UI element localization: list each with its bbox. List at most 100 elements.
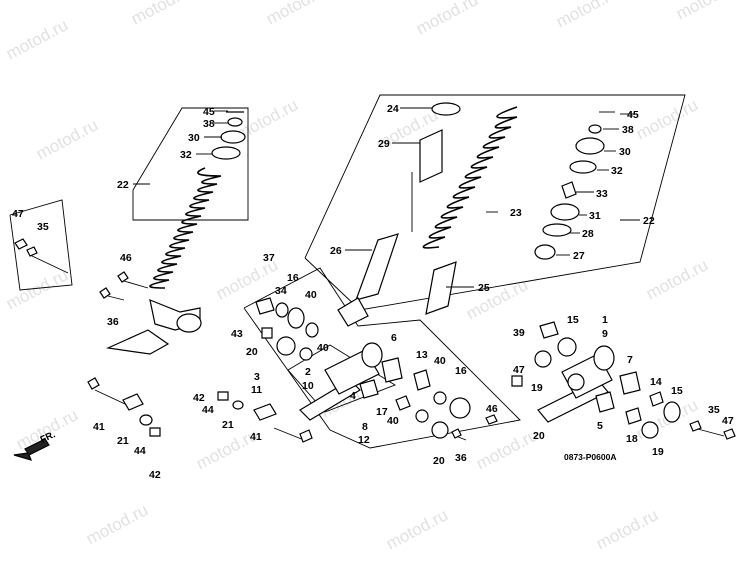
collar-icon [561, 181, 577, 199]
callout-31: 31 [589, 210, 601, 222]
left-shock-kit-frame [132, 107, 249, 221]
callout-22: 22 [117, 179, 129, 191]
collar-icon [275, 302, 289, 318]
clamp-icon [122, 393, 144, 411]
dust-seal-icon [287, 307, 305, 329]
spring-icon [422, 106, 518, 249]
leader-lines [133, 107, 640, 288]
bushing-icon [255, 297, 275, 315]
part-labels: 45 38 30 32 22 47 35 46 36 41 21 44 42 2… [12, 103, 734, 481]
callout-47: 47 [513, 364, 525, 376]
callout-20: 20 [433, 455, 445, 467]
watermark: motod.ru [128, 0, 196, 29]
callout-43: 43 [231, 328, 243, 340]
link-inner-frame [287, 344, 397, 413]
callout-4: 4 [350, 390, 356, 402]
callout-19: 19 [652, 446, 664, 458]
bolt-head-icon [299, 429, 313, 443]
callout-28: 28 [582, 228, 594, 240]
right-shock-kit-frame [304, 94, 686, 311]
bushing-icon [539, 321, 559, 339]
callout-21: 21 [117, 435, 129, 447]
callout-41: 41 [93, 421, 105, 433]
dust-seal-icon [557, 337, 577, 357]
callout-40: 40 [317, 342, 329, 354]
callout-11: 11 [251, 384, 262, 396]
callout-2: 2 [305, 366, 311, 378]
bolt-shaft-icon [123, 280, 149, 289]
rubber-bushing-icon [575, 137, 605, 155]
callout-38: 38 [622, 124, 634, 136]
callout-44: 44 [134, 445, 146, 457]
nut-icon [149, 427, 161, 437]
callout-40: 40 [305, 289, 317, 301]
callout-10: 10 [302, 380, 314, 392]
watermark: motod.ru [673, 0, 741, 24]
watermark: motod.ru [3, 265, 71, 313]
callout-42: 42 [149, 469, 161, 481]
callout-18: 18 [626, 433, 638, 445]
arrow-icon [13, 438, 50, 461]
washer-icon [415, 409, 429, 423]
callout-29: 29 [378, 138, 390, 150]
dust-seal-icon [449, 397, 471, 419]
callout-42: 42 [193, 392, 205, 404]
callout-7: 7 [627, 354, 633, 366]
callout-46: 46 [120, 252, 132, 264]
callout-35: 35 [708, 404, 720, 416]
watermark: motod.ru [643, 255, 711, 303]
watermark: motod.ru [263, 0, 331, 29]
shock-bushing-icon [176, 313, 202, 333]
bushing-icon [395, 395, 411, 411]
watermark: motod.ru [553, 0, 621, 32]
damper-eye-icon [337, 297, 369, 327]
collar-icon [381, 357, 403, 383]
callout-30: 30 [188, 132, 200, 144]
right-shock-assembly [337, 102, 615, 327]
callout-34: 34 [275, 285, 287, 297]
bolt-kit-frame [9, 199, 73, 291]
callout-38: 38 [203, 118, 215, 130]
spring-icon [149, 167, 222, 289]
bolt-head-icon [117, 271, 129, 283]
callout-36: 36 [107, 316, 119, 328]
callout-8: 8 [362, 421, 368, 433]
callout-9: 9 [602, 328, 608, 340]
dust-seal-icon [641, 421, 659, 439]
clamp-icon [253, 403, 277, 421]
shock-lower-eye-icon [105, 329, 170, 355]
watermark: motod.ru [383, 505, 451, 553]
collar-icon [595, 391, 615, 413]
callout-20: 20 [246, 346, 258, 358]
callout-24: 24 [387, 103, 399, 115]
callout-15: 15 [567, 314, 579, 326]
callout-19: 19 [531, 382, 543, 394]
watermark: motod.ru [593, 505, 661, 553]
collar-icon [413, 369, 431, 391]
linkage-center [255, 297, 498, 441]
callout-21: 21 [222, 419, 234, 431]
nut-icon [534, 244, 556, 260]
washer-icon [232, 400, 244, 410]
nut-icon [511, 375, 523, 387]
callout-41: 41 [250, 431, 262, 443]
callout-45: 45 [627, 109, 639, 121]
spring-seat-icon [431, 102, 461, 116]
nut-icon [217, 391, 229, 401]
washer-icon [542, 223, 572, 237]
callout-16: 16 [455, 365, 467, 377]
watermark: motod.ru [33, 115, 101, 163]
callout-16: 16 [287, 272, 299, 284]
callout-22: 22 [643, 215, 655, 227]
boot-icon [419, 129, 443, 183]
bump-stop-icon [550, 203, 580, 221]
link-kit-frame [243, 267, 521, 449]
dust-seal-icon [663, 401, 681, 423]
callout-40: 40 [387, 415, 399, 427]
bolt-head-icon [14, 238, 28, 250]
callout-12: 12 [358, 434, 370, 446]
callout-44: 44 [202, 404, 214, 416]
callout-37: 37 [263, 252, 275, 264]
callout-46: 46 [486, 403, 498, 415]
callout-15: 15 [671, 385, 683, 397]
